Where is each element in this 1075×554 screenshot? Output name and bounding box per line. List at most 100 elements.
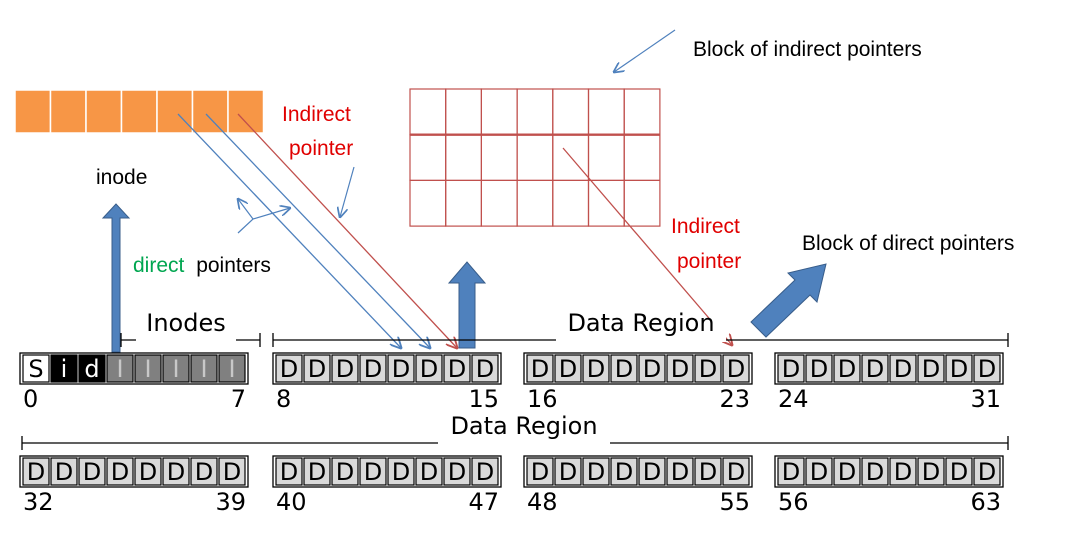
data-block (582, 457, 610, 486)
block-number-end: 63 (970, 488, 1001, 516)
data-block-letter: D (838, 458, 856, 486)
data-block-letter: D (364, 355, 382, 383)
block-number-end: 39 (215, 488, 246, 516)
inode-pointer-cell (120, 89, 158, 134)
data-block (777, 354, 805, 383)
data-block-letter: D (27, 458, 45, 486)
data-block-letter: D (894, 458, 912, 486)
data-block (722, 354, 750, 383)
block-number-end: 47 (468, 488, 499, 516)
data-block-letter: D (838, 355, 856, 383)
data-block-letter: D (420, 355, 438, 383)
indirect-pointer-cell (480, 179, 518, 227)
data-bitmap-letter: d (84, 355, 99, 383)
data-block (861, 354, 889, 383)
inode-block-cell (106, 354, 134, 383)
data-block (387, 457, 415, 486)
data-block-letter: D (392, 458, 410, 486)
direct-pointers-annotation-arrow-2 (238, 199, 254, 220)
inodes-label: Inodes (146, 309, 225, 337)
block-number-end: 55 (719, 488, 750, 516)
data-block-letter: D (448, 355, 466, 383)
data-block-letter: D (448, 458, 466, 486)
data-block-letter: D (727, 458, 745, 486)
data-block (917, 457, 945, 486)
data-block (610, 354, 638, 383)
indirect-block-up-arrow (447, 261, 487, 349)
data-block-letter: D (139, 458, 157, 486)
data-block (666, 354, 694, 383)
data-block-letter: D (810, 458, 828, 486)
indirect-pointer-cell (623, 134, 661, 181)
inode-up-arrow (101, 203, 131, 353)
block-number-start: 32 (23, 488, 54, 516)
data-block (50, 457, 78, 486)
data-block (889, 354, 917, 383)
data-block-letter: D (55, 458, 73, 486)
block-number-start: 24 (778, 385, 809, 413)
inode-bitmap-letter: i (61, 355, 68, 383)
data-block-letter: D (699, 458, 717, 486)
superblock-letter: S (28, 355, 43, 383)
data-block (443, 354, 471, 383)
data-block-letter: D (336, 458, 354, 486)
block-number-start: 0 (23, 385, 38, 413)
inode-bitmap (50, 354, 78, 383)
data-block-letter: D (978, 355, 996, 383)
inode-block-cell-letter: I (144, 355, 151, 383)
pointers-word: pointers (196, 254, 271, 277)
indirect-pointer-cell (445, 179, 483, 227)
data-block (190, 457, 218, 486)
block-number-end: 31 (970, 385, 1001, 413)
block-number-end: 15 (468, 385, 499, 413)
indirect-pointer-cell (409, 179, 447, 227)
data-block (526, 457, 554, 486)
data-block (387, 354, 415, 383)
data-block (582, 354, 610, 383)
indirect-pointer2-label-line1: Indirect (671, 215, 740, 238)
block-number-end: 23 (719, 385, 750, 413)
pointer-lines (177, 29, 732, 348)
data-block-letter: D (671, 355, 689, 383)
data-block-letter: D (866, 458, 884, 486)
data-block-letter: D (280, 458, 298, 486)
indirect-pointer-cell (516, 88, 554, 136)
data-block (303, 354, 331, 383)
indirect-pointer-line-1 (237, 113, 457, 348)
data-block-letter: D (922, 355, 940, 383)
data-block-letter: D (643, 458, 661, 486)
inode-block-cell-letter: I (116, 355, 123, 383)
inode-block-cell (162, 354, 190, 383)
inode-label: inode (96, 166, 147, 189)
data-block-letter: D (894, 355, 912, 383)
data-block (471, 354, 499, 383)
data-block (805, 354, 833, 383)
data-block-letter: D (643, 355, 661, 383)
data-block (861, 457, 889, 486)
data-block (106, 457, 134, 486)
data-block (415, 457, 443, 486)
indirect-pointer-cell (623, 88, 661, 136)
data-block (471, 457, 499, 486)
data-block-letter: D (111, 458, 129, 486)
data-block-letter: D (782, 458, 800, 486)
indirect-pointer2-label-line2: pointer (677, 250, 741, 273)
data-block-letter: D (476, 458, 494, 486)
indirect-pointer-cell (409, 88, 447, 136)
inode-block-cell-letter: I (228, 355, 235, 383)
superblock (22, 354, 50, 383)
data-block (275, 457, 303, 486)
block-of-direct-pointers-label: Block of direct pointers (802, 232, 1014, 255)
data-block-letter: D (308, 458, 326, 486)
indirect-pointer-label-line1: Indirect (282, 103, 351, 126)
indirect-block-annotation-arrow (614, 29, 676, 72)
inode-pointer-cell (227, 89, 265, 134)
data-block-letter: D (615, 355, 633, 383)
block-number-end: 7 (231, 385, 246, 413)
data-block (218, 457, 246, 486)
data-block (359, 354, 387, 383)
data-block-letter: D (308, 355, 326, 383)
data-region-label-2: Data Region (450, 412, 597, 440)
